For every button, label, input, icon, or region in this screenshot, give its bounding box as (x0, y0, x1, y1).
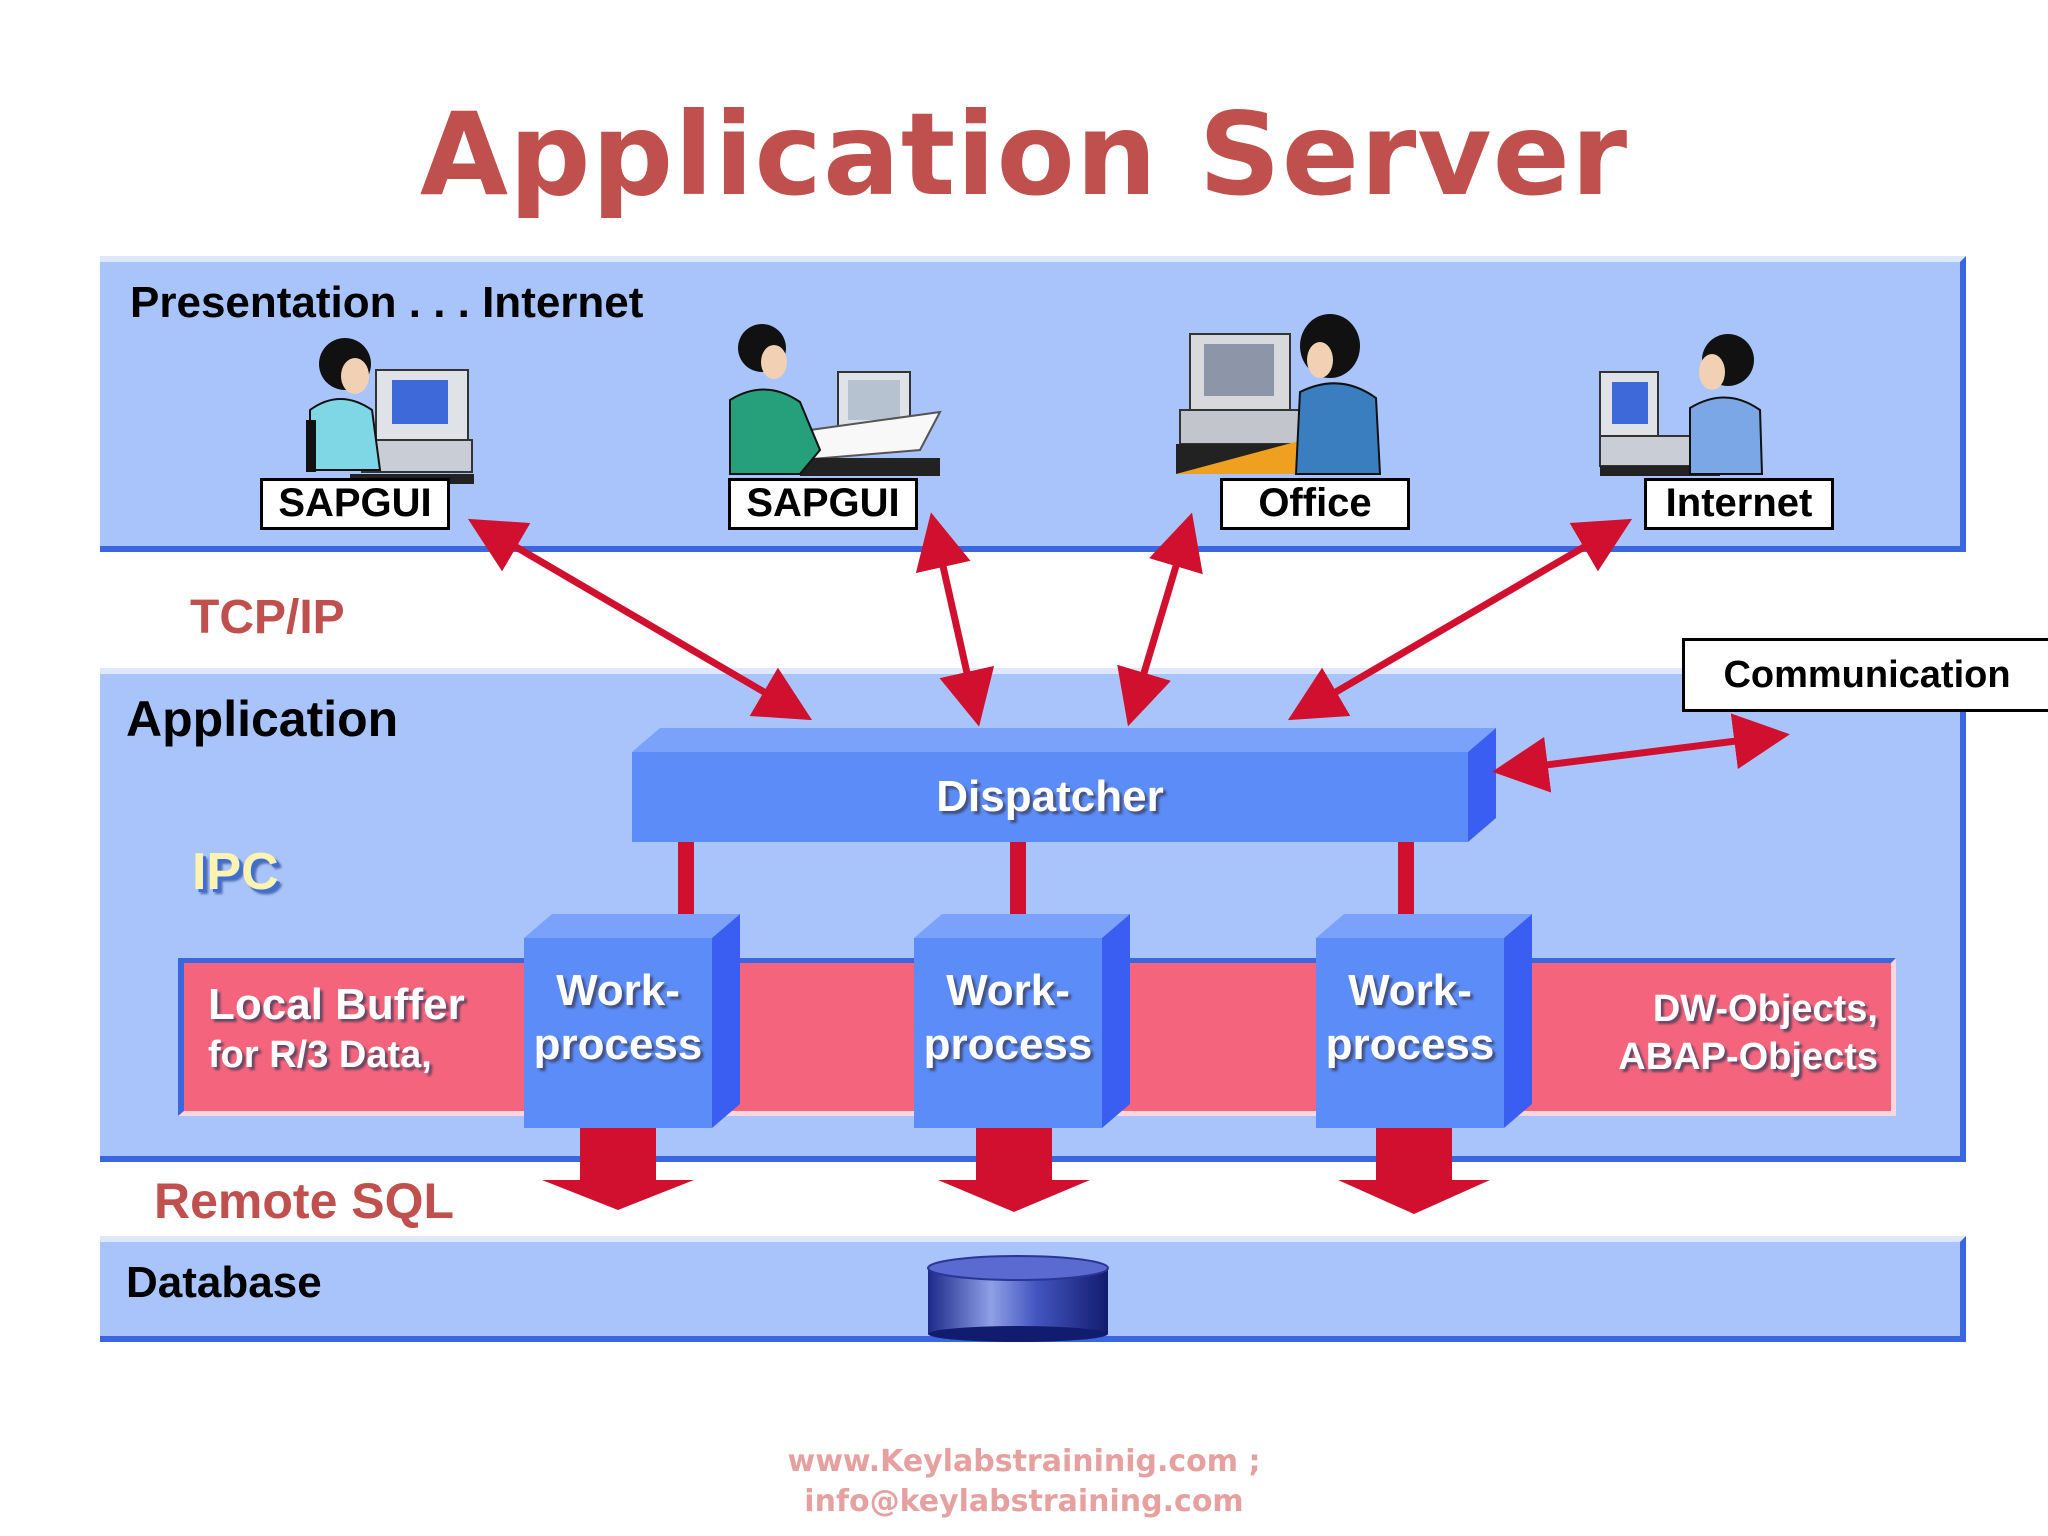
person-computer-icon-4 (1599, 334, 1764, 476)
client-label-sapgui-2: SAPGUI (728, 478, 918, 530)
ipc-label: IPC (192, 843, 279, 901)
person-computer-icon-2 (729, 324, 942, 476)
client-label-internet: Internet (1644, 478, 1834, 530)
communication-box: Communication (1682, 638, 2048, 712)
down-arrow-1 (542, 1128, 694, 1210)
database-cylinder-icon (927, 1255, 1109, 1342)
arrow-sapgui1-dispatcher (467, 518, 813, 721)
arrow-dispatcher-communication (1492, 713, 1790, 793)
page-title: Application Server (419, 88, 1629, 221)
workprocess-1-line2: process (533, 1020, 703, 1069)
buffer-left-line2: for R/3 Data, (208, 1034, 432, 1076)
workprocess-box-2 (914, 914, 1130, 1128)
arrow-sapgui2-dispatcher (915, 512, 995, 727)
application-layer-label: Application (126, 691, 399, 747)
database-layer-label: Database (126, 1258, 322, 1307)
footer-email: info@keylabstraining.com (804, 1484, 1244, 1519)
workprocess-2-line1: Work- (946, 966, 1070, 1015)
person-computer-icon-1 (306, 338, 474, 484)
presentation-layer-label: Presentation . . . Internet (130, 278, 644, 327)
buffer-left-line1: Local Buffer (208, 980, 465, 1029)
workprocess-3-line2: process (1325, 1020, 1495, 1069)
tcpip-label: TCP/IP (190, 591, 345, 644)
buffer-right-line1: DW-Objects, (1652, 988, 1878, 1030)
client-label-office: Office (1220, 478, 1410, 530)
workprocess-1-line1: Work- (556, 966, 680, 1015)
arrow-office-dispatcher (1117, 512, 1203, 727)
connector-1 (678, 842, 694, 932)
dispatcher-label: Dispatcher (936, 772, 1164, 821)
person-computer-icon-3 (1176, 314, 1382, 475)
footer-website: www.Keylabstraininig.com ; (787, 1444, 1261, 1479)
down-arrow-2 (938, 1128, 1090, 1212)
workprocess-2-line2: process (923, 1020, 1093, 1069)
workprocess-3-line1: Work- (1348, 966, 1472, 1015)
workprocess-box-3 (1316, 914, 1532, 1128)
down-arrow-3 (1338, 1128, 1490, 1214)
connector-3 (1398, 842, 1414, 932)
arrow-internet-dispatcher (1287, 518, 1633, 721)
dispatcher-box (632, 728, 1496, 842)
remote-sql-label: Remote SQL (154, 1173, 455, 1229)
workprocess-box-1 (524, 914, 740, 1128)
buffer-right-line2: ABAP-Objects (1618, 1036, 1878, 1078)
connector-2 (1010, 842, 1026, 932)
client-label-sapgui-1: SAPGUI (260, 478, 450, 530)
